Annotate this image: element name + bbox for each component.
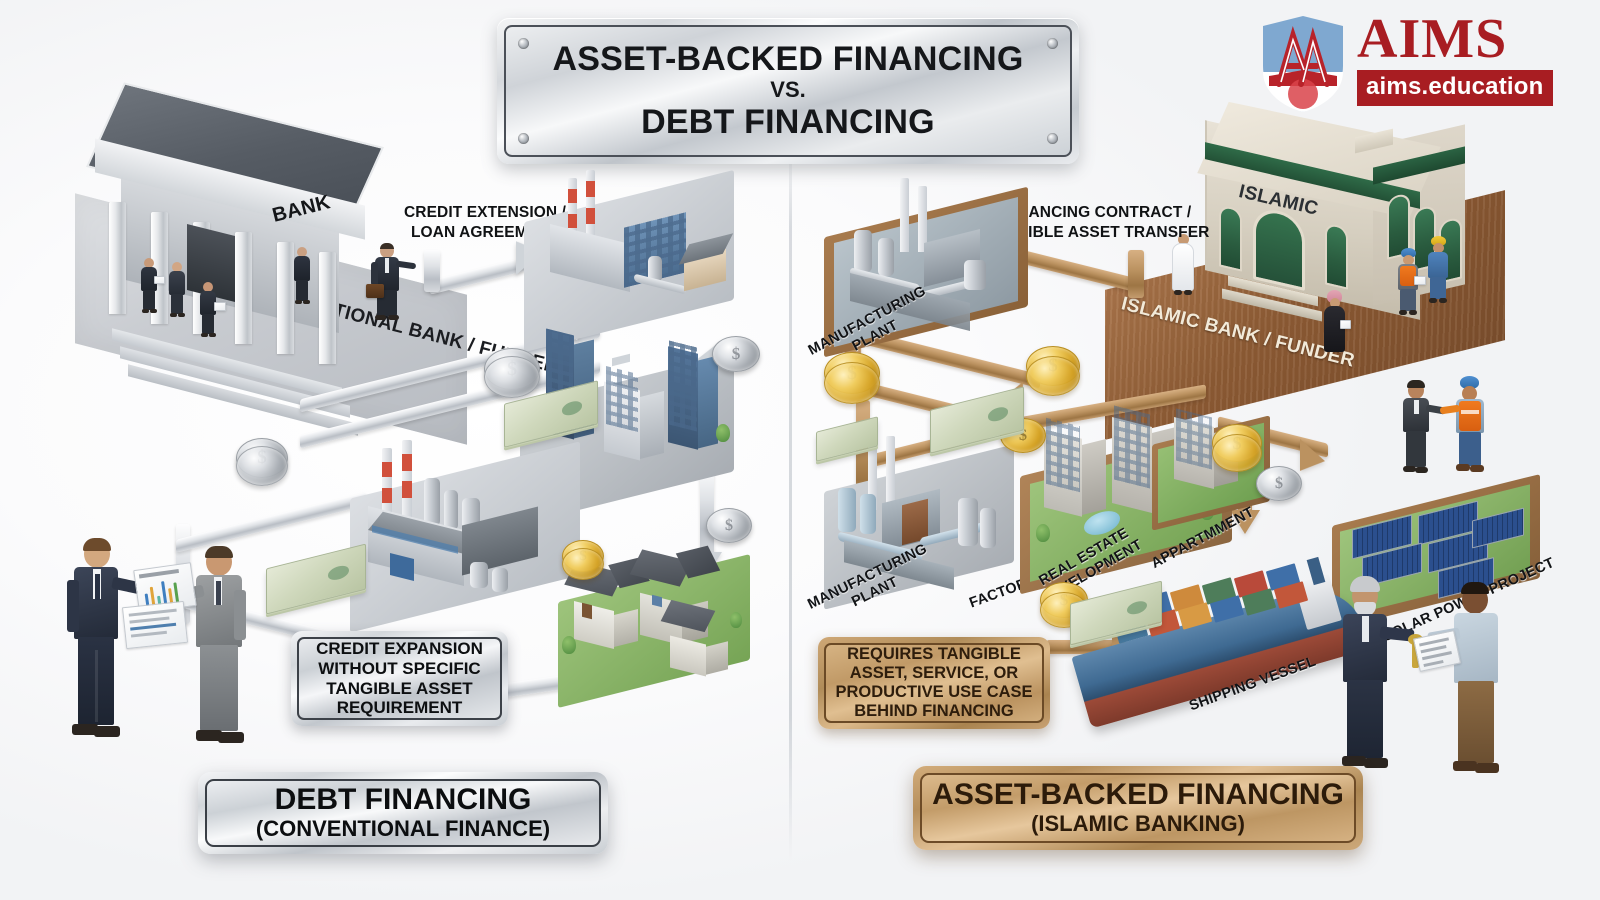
- beard: [1354, 602, 1376, 616]
- left-callout-plaque: CREDIT EXPANSION WITHOUT SPECIFIC TANGIB…: [291, 631, 508, 726]
- site-worker-yellow-helmet-figure: [1424, 236, 1452, 306]
- conventional-bank-building: [86, 82, 395, 364]
- screw-icon: [1047, 38, 1058, 49]
- house: [564, 557, 650, 649]
- right-callout-plaque: REQUIRES TANGIBLE ASSET, SERVICE, OR PRO…: [818, 637, 1050, 729]
- cash-stack: [930, 386, 1024, 454]
- left-banner-title: DEBT FINANCING: [274, 783, 532, 817]
- aims-logo: AIMS aims.education: [1255, 8, 1590, 120]
- bank-staff-group: [138, 258, 165, 316]
- right-bottom-banner: ASSET-BACKED FINANCING (ISLAMIC BANKING): [913, 766, 1363, 850]
- banker-with-briefcase-figure: [366, 243, 417, 322]
- woman-in-abaya-figure: [1320, 290, 1351, 360]
- screw-icon: [518, 38, 529, 49]
- client-with-clipboard-figure: [1412, 582, 1508, 778]
- right-callout-line-1: REQUIRES TANGIBLE: [847, 644, 1021, 663]
- right-banner-title: ASSET-BACKED FINANCING: [932, 778, 1344, 812]
- left-flow-label: CREDIT EXTENSION / LOAN AGREEMENT: [404, 204, 566, 241]
- office-tower: [668, 338, 718, 450]
- screw-icon: [1047, 133, 1058, 144]
- office-block: [604, 353, 664, 461]
- title-line-2: VS.: [770, 77, 806, 103]
- silver-coin: [484, 356, 540, 398]
- orange-vest-worker-figure: [1439, 376, 1490, 474]
- asset-suburban-houses: [558, 545, 750, 708]
- man-in-thobe-figure: [1168, 226, 1198, 300]
- asset-factory-complex: [350, 440, 580, 633]
- gold-coin: [1212, 434, 1262, 472]
- left-banner-subtitle: (CONVENTIONAL FINANCE): [255, 816, 551, 842]
- briefcase-icon: [366, 284, 384, 298]
- silver-coin: $: [712, 336, 760, 372]
- gold-coin: [562, 548, 604, 580]
- cash-stack: [1070, 580, 1162, 646]
- house: [660, 599, 732, 677]
- left-callout-line-3: TANGIBLE ASSET: [326, 678, 473, 698]
- left-callout-line-2: WITHOUT SPECIFIC: [318, 658, 481, 678]
- cash-stack: [816, 416, 878, 462]
- panel-divider: [789, 140, 792, 860]
- logo-url-text: aims.education: [1357, 69, 1553, 106]
- asset-manufacturing-plant-bottom: [824, 428, 1014, 610]
- text-document: [121, 600, 189, 650]
- bank-staff-member: [197, 282, 226, 340]
- logo-brand-text: AIMS: [1357, 8, 1508, 70]
- silver-coin: [236, 446, 288, 486]
- title-plaque: ASSET-BACKED FINANCING VS. DEBT FINANCIN…: [497, 18, 1079, 164]
- left-bottom-banner: DEBT FINANCING (CONVENTIONAL FINANCE): [198, 772, 608, 854]
- gold-coin: [824, 362, 880, 404]
- left-callout-line-4: REQUIREMENT: [336, 698, 463, 718]
- gold-coin: [1026, 356, 1080, 396]
- left-callout-line-1: CREDIT EXPANSION: [316, 639, 483, 659]
- asset-manufacturing-plant-top: [824, 178, 1028, 358]
- businessman-navy-suit-figure: [62, 538, 147, 748]
- businessman-grey-suit-figure: [169, 546, 252, 754]
- right-callout-line-2: ASSET, SERVICE, OR: [849, 663, 1019, 682]
- businessman-with-worker-figure: [1396, 380, 1447, 476]
- residential-block: [1044, 416, 1106, 517]
- site-worker-blue-helmet-figure: [1394, 248, 1426, 318]
- cash-stack: [504, 380, 598, 448]
- right-flow-label: FINANCING CONTRACT / TANGIBLE ASSET TRAN…: [985, 204, 1210, 241]
- title-line-1: ASSET-BACKED FINANCING: [552, 39, 1024, 78]
- shield-icon: [1263, 16, 1343, 112]
- right-callout-line-3: PRODUCTIVE USE CASE: [835, 683, 1033, 701]
- asset-industrial-plant: [524, 169, 734, 353]
- silver-coin: $: [1256, 466, 1302, 501]
- bank-clerk-figure: [291, 247, 313, 307]
- elder-handing-key-figure: [1334, 576, 1426, 772]
- right-callout-line-4: BEHIND FINANCING: [854, 702, 1014, 721]
- cash-stack: [266, 543, 366, 615]
- silver-coin: $: [706, 508, 752, 543]
- right-banner-subtitle: (ISLAMIC BANKING): [1031, 811, 1245, 837]
- bank-staff-member: [166, 262, 188, 320]
- title-line-3: DEBT FINANCING: [641, 102, 935, 141]
- screw-icon: [518, 133, 529, 144]
